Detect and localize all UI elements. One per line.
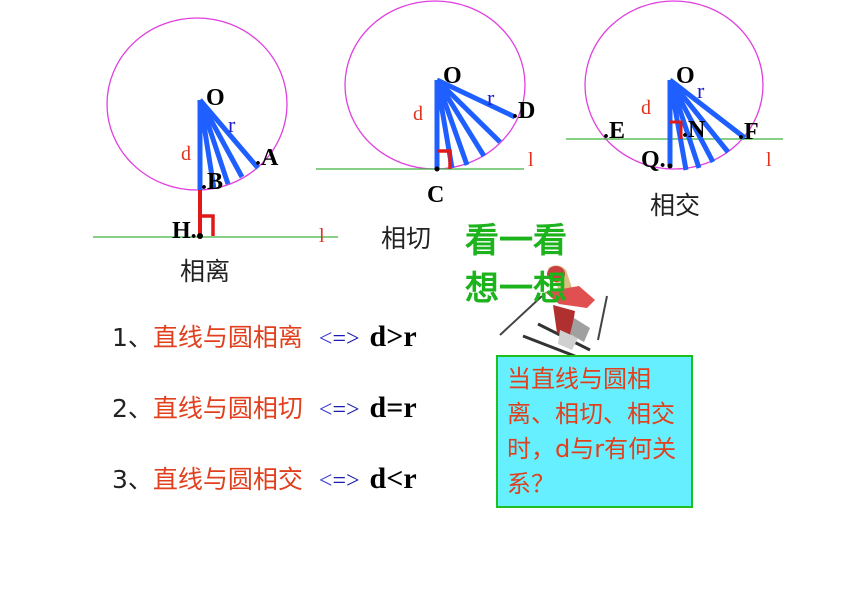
separate-caption: 相离 xyxy=(180,257,231,286)
question-box: 当直线与圆相离、相切、相交时，d与r有何关系？ xyxy=(496,355,693,508)
relation-condition: d=r xyxy=(369,391,417,424)
tangent-point-d-label: .D xyxy=(512,98,536,124)
separate-foot-dot xyxy=(197,233,203,239)
separate-figure xyxy=(93,17,338,239)
separate-right-angle xyxy=(200,214,215,236)
tangent-distance-label: d xyxy=(413,103,423,125)
skier-clipart xyxy=(499,265,608,362)
separate-point-a-label: .A xyxy=(255,145,279,171)
relation-number: 2、 xyxy=(112,394,153,423)
intersect-circle xyxy=(584,0,764,170)
tangent-right-angle xyxy=(437,149,452,169)
relation-number: 3、 xyxy=(112,465,153,494)
tangent-radius xyxy=(434,78,487,158)
separate-center-label: O xyxy=(206,85,225,111)
separate-circle xyxy=(106,17,288,191)
separate-foot-label: H. xyxy=(172,218,197,244)
tangent-point-dot xyxy=(434,166,440,172)
intersect-foot-dot xyxy=(667,163,673,169)
tangent-radius-label: r xyxy=(487,85,495,110)
intersect-radius-of xyxy=(668,78,747,140)
relation-text: 直线与圆相交 xyxy=(152,465,303,494)
tangent-figure xyxy=(316,0,526,172)
tangent-line-label: l xyxy=(528,149,534,171)
separate-radius-oa xyxy=(198,98,260,170)
separate-radius-label: r xyxy=(228,112,236,137)
intersect-line-label: l xyxy=(766,149,772,171)
relation-text: 直线与圆相离 xyxy=(152,323,303,352)
intersect-figure xyxy=(566,0,783,171)
heading-think: 想一想 xyxy=(465,269,567,309)
equivalence-arrow: <=> xyxy=(318,326,360,352)
relation-row-tangent: 2、直线与圆相切 <=> d=r xyxy=(112,393,417,423)
equivalence-arrow: <=> xyxy=(318,468,360,494)
separate-radius xyxy=(197,98,245,179)
intersect-radius xyxy=(667,79,689,171)
relation-number: 1、 xyxy=(112,323,153,352)
relation-row-separate: 1、直线与圆相离 <=> d>r xyxy=(112,322,417,352)
separate-distance-label: d xyxy=(181,143,191,165)
intersect-right-angle xyxy=(670,120,683,139)
separate-line-label: l xyxy=(319,225,325,247)
relation-condition: d>r xyxy=(369,320,417,353)
relation-condition: d<r xyxy=(369,462,417,495)
intersect-radius xyxy=(668,78,730,154)
tangent-radius-od xyxy=(435,77,517,120)
equivalence-arrow: <=> xyxy=(318,397,360,423)
intersect-caption: 相交 xyxy=(650,191,701,220)
tangent-center-label: O xyxy=(443,63,462,89)
tangent-radius xyxy=(435,78,502,144)
relation-row-intersect: 3、直线与圆相交 <=> d<r xyxy=(112,464,417,494)
tangent-radius xyxy=(434,79,470,166)
intersect-point-e-label: .E xyxy=(603,118,626,144)
intersect-radius-label: r xyxy=(697,78,705,103)
relation-text: 直线与圆相切 xyxy=(152,394,303,423)
intersect-radius xyxy=(667,78,716,164)
intersect-center-label: O xyxy=(676,63,695,89)
intersect-point-n-label: .N xyxy=(682,117,706,143)
intersect-point-f-label: .F xyxy=(738,119,759,145)
separate-point-b-label: .B xyxy=(201,169,224,195)
tangent-caption: 相切 xyxy=(381,224,432,253)
intersect-distance-label: d xyxy=(641,97,651,119)
tangent-point-c-label: C xyxy=(427,182,445,208)
heading-look: 看一看 xyxy=(465,221,567,261)
intersect-foot-label: Q. xyxy=(641,147,666,173)
